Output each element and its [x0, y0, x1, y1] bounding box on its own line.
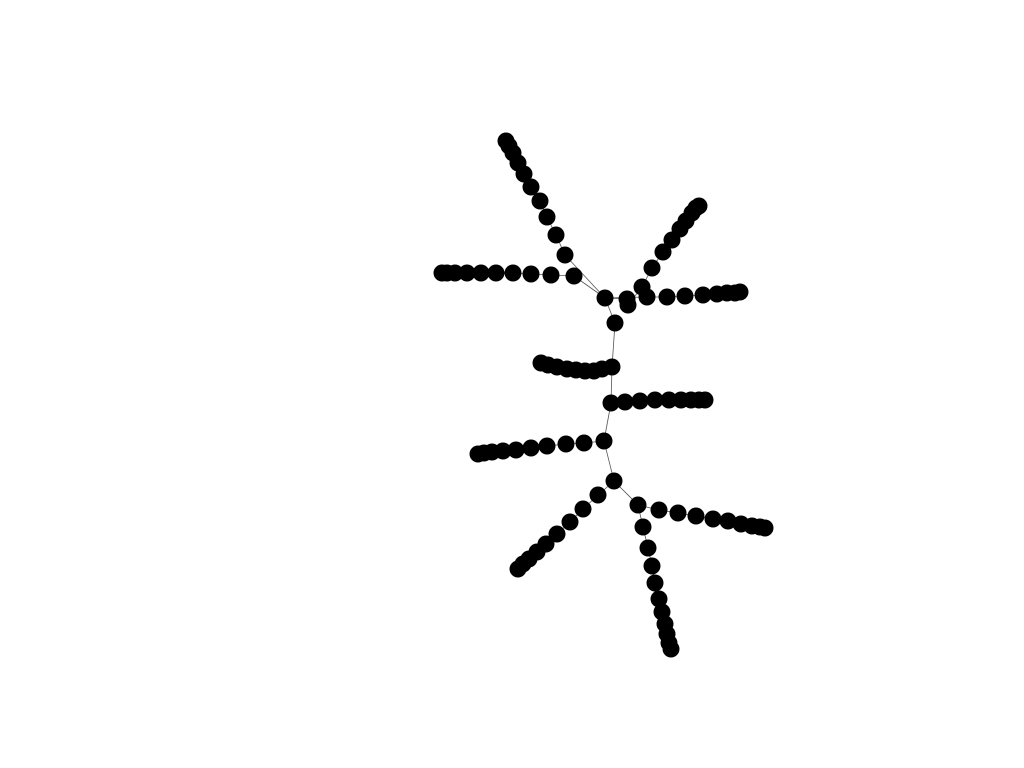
graph-node — [631, 392, 649, 410]
graph-node — [575, 434, 593, 452]
graph-nodes — [433, 132, 774, 658]
graph-node — [522, 178, 540, 196]
graph-node — [646, 574, 664, 592]
graph-node — [694, 286, 712, 304]
graph-node — [538, 208, 556, 226]
graph-node — [687, 507, 705, 525]
graph-node — [458, 264, 476, 282]
graph-edges — [442, 140, 766, 650]
graph-node — [574, 500, 592, 518]
graph-node — [561, 513, 579, 531]
graph-node — [646, 391, 664, 409]
graph-node — [643, 557, 661, 575]
graph-node — [669, 504, 687, 522]
graph-node — [654, 243, 672, 261]
graph-node — [616, 393, 634, 411]
graph-node — [602, 394, 620, 412]
graph-node — [548, 525, 566, 543]
graph-node — [522, 265, 540, 283]
graph-node — [487, 264, 505, 282]
graph-node — [531, 192, 549, 210]
graph-node — [650, 501, 668, 519]
graph-node — [676, 287, 694, 305]
graph-node — [696, 391, 714, 409]
graph-node — [538, 437, 556, 455]
graph-node — [504, 264, 522, 282]
graph-node — [634, 518, 652, 536]
graph-node — [629, 496, 647, 514]
graph-node — [658, 288, 676, 306]
graph-node — [497, 132, 515, 150]
graph-node — [433, 264, 451, 282]
graph-node — [589, 486, 607, 504]
graph-node — [660, 391, 678, 409]
graph-node — [507, 441, 525, 459]
graph-node — [606, 314, 624, 332]
graph-node — [547, 226, 565, 244]
graph-node — [469, 445, 487, 463]
graph-node — [619, 296, 637, 314]
graph-node — [638, 288, 656, 306]
graph-node — [639, 539, 657, 557]
graph-node — [650, 590, 668, 608]
graph-node — [704, 510, 722, 528]
graph-node — [595, 432, 613, 450]
graph-node — [596, 289, 614, 307]
graph-node — [605, 472, 623, 490]
graph-node — [731, 283, 749, 301]
graph-node — [756, 519, 774, 537]
graph-node — [643, 259, 661, 277]
graph-node — [557, 435, 575, 453]
graph-node — [719, 512, 737, 530]
graph-node — [542, 266, 560, 284]
graph-node — [662, 640, 680, 658]
graph-node — [532, 354, 550, 372]
graph-node — [565, 267, 583, 285]
graph-node — [522, 439, 540, 457]
graph-node — [472, 264, 490, 282]
graph-node — [509, 560, 527, 578]
graph-edge — [564, 254, 606, 299]
graph-node — [690, 197, 708, 215]
graph-node — [556, 246, 574, 264]
